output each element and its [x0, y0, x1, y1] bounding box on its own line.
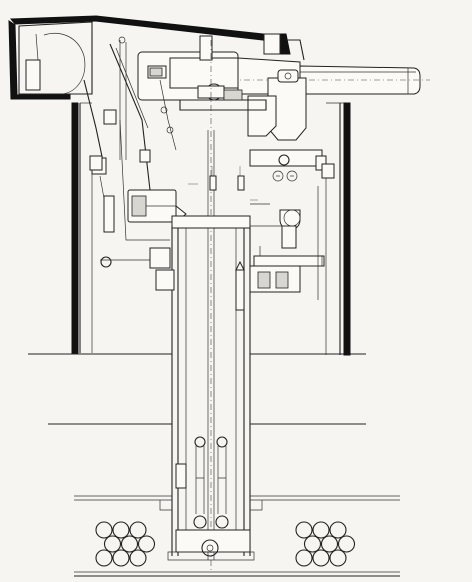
shell-circle	[103, 535, 122, 553]
shell-circle	[112, 521, 130, 539]
foundation-lines	[28, 353, 400, 577]
detail-ticks	[188, 166, 258, 201]
shell-circle	[137, 535, 156, 553]
shell-circle	[329, 549, 347, 567]
shell-circle	[120, 535, 139, 553]
shell-circle	[320, 535, 339, 553]
shell-circle	[129, 521, 147, 539]
training-gear	[249, 149, 335, 300]
elevating-gear	[89, 79, 245, 311]
shell-circle	[295, 521, 313, 539]
shell-circle	[295, 549, 313, 567]
hoist-cages	[193, 436, 229, 529]
shell-circle	[129, 549, 147, 567]
shell-rack-left	[95, 521, 156, 567]
shell-circle	[312, 549, 330, 567]
shell-circle	[95, 549, 113, 567]
barbette-walls	[71, 102, 351, 356]
shell-circle	[303, 535, 322, 553]
shell-rack-right	[295, 521, 356, 567]
hoist-trunk	[159, 40, 263, 570]
shell-circle	[329, 521, 347, 539]
shell-circle	[112, 549, 130, 567]
shell-circle	[95, 521, 113, 539]
roof-fittings	[118, 33, 281, 160]
shell-circle	[312, 521, 330, 539]
shell-circle	[337, 535, 356, 553]
gun-breech	[137, 51, 307, 141]
